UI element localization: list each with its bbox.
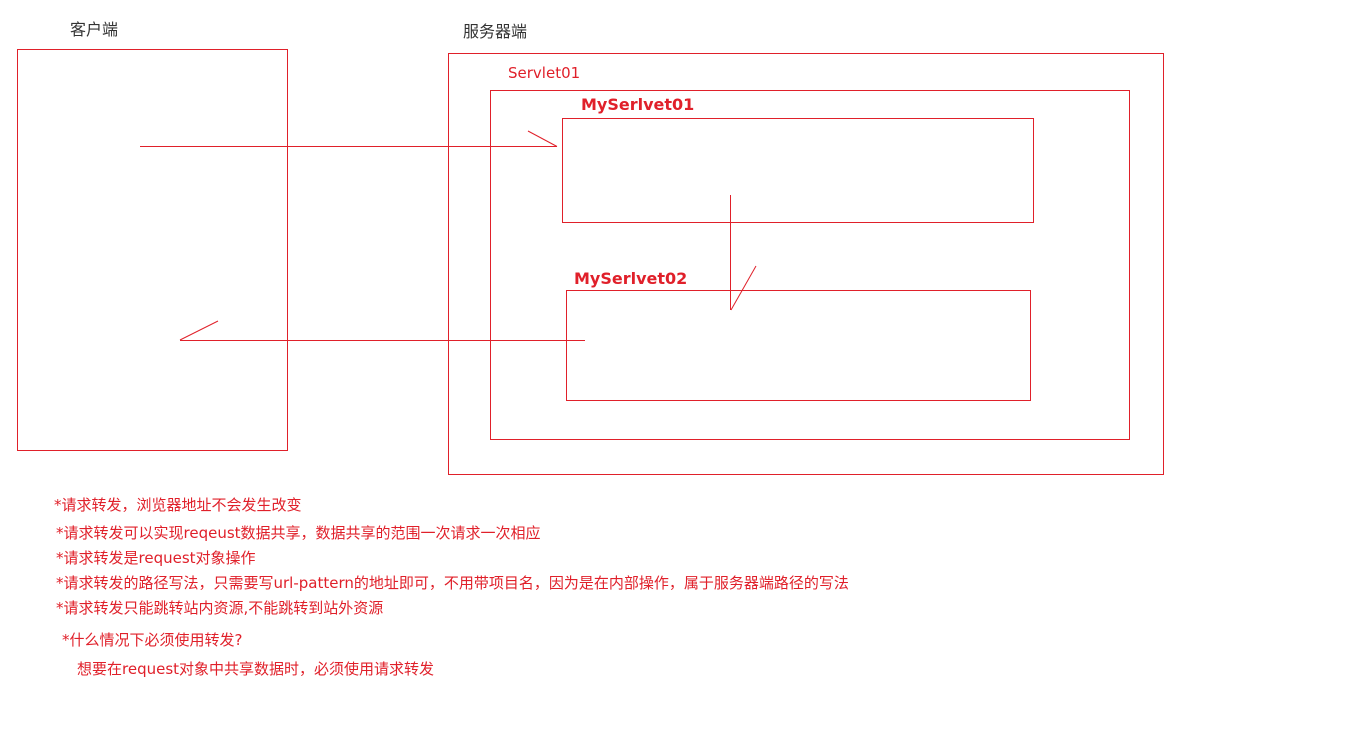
server-box xyxy=(448,53,1164,475)
note-line-3: *请求转发是request对象操作 xyxy=(56,549,256,567)
note-line-4: *请求转发的路径写法，只需要写url-pattern的地址即可，不用带项目名，因… xyxy=(56,574,849,592)
my-servlet01-label: MySerlvet01 xyxy=(581,95,695,114)
my-servlet02-box xyxy=(566,290,1031,401)
answer-line: 想要在request对象中共享数据时，必须使用请求转发 xyxy=(77,660,435,678)
my-servlet01-box xyxy=(562,118,1034,223)
client-box xyxy=(17,49,288,451)
request-arrow xyxy=(140,130,558,147)
note-line-5: *请求转发只能跳转站内资源,不能跳转到站外资源 xyxy=(56,599,384,617)
my-servlet02-label: MySerlvet02 xyxy=(574,269,688,288)
servlet01-box xyxy=(490,90,1130,440)
client-label: 客户端 xyxy=(70,20,119,39)
servlet01-label: Servlet01 xyxy=(508,64,581,82)
forward-arrow xyxy=(730,195,757,311)
note-line-1: *请求转发，浏览器地址不会发生改变 xyxy=(54,496,302,514)
server-label: 服务器端 xyxy=(463,22,528,41)
question-line: *什么情况下必须使用转发? xyxy=(62,631,243,649)
note-line-2: *请求转发可以实现reqeust数据共享，数据共享的范围一次请求一次相应 xyxy=(56,524,541,542)
response-arrow xyxy=(179,320,585,341)
